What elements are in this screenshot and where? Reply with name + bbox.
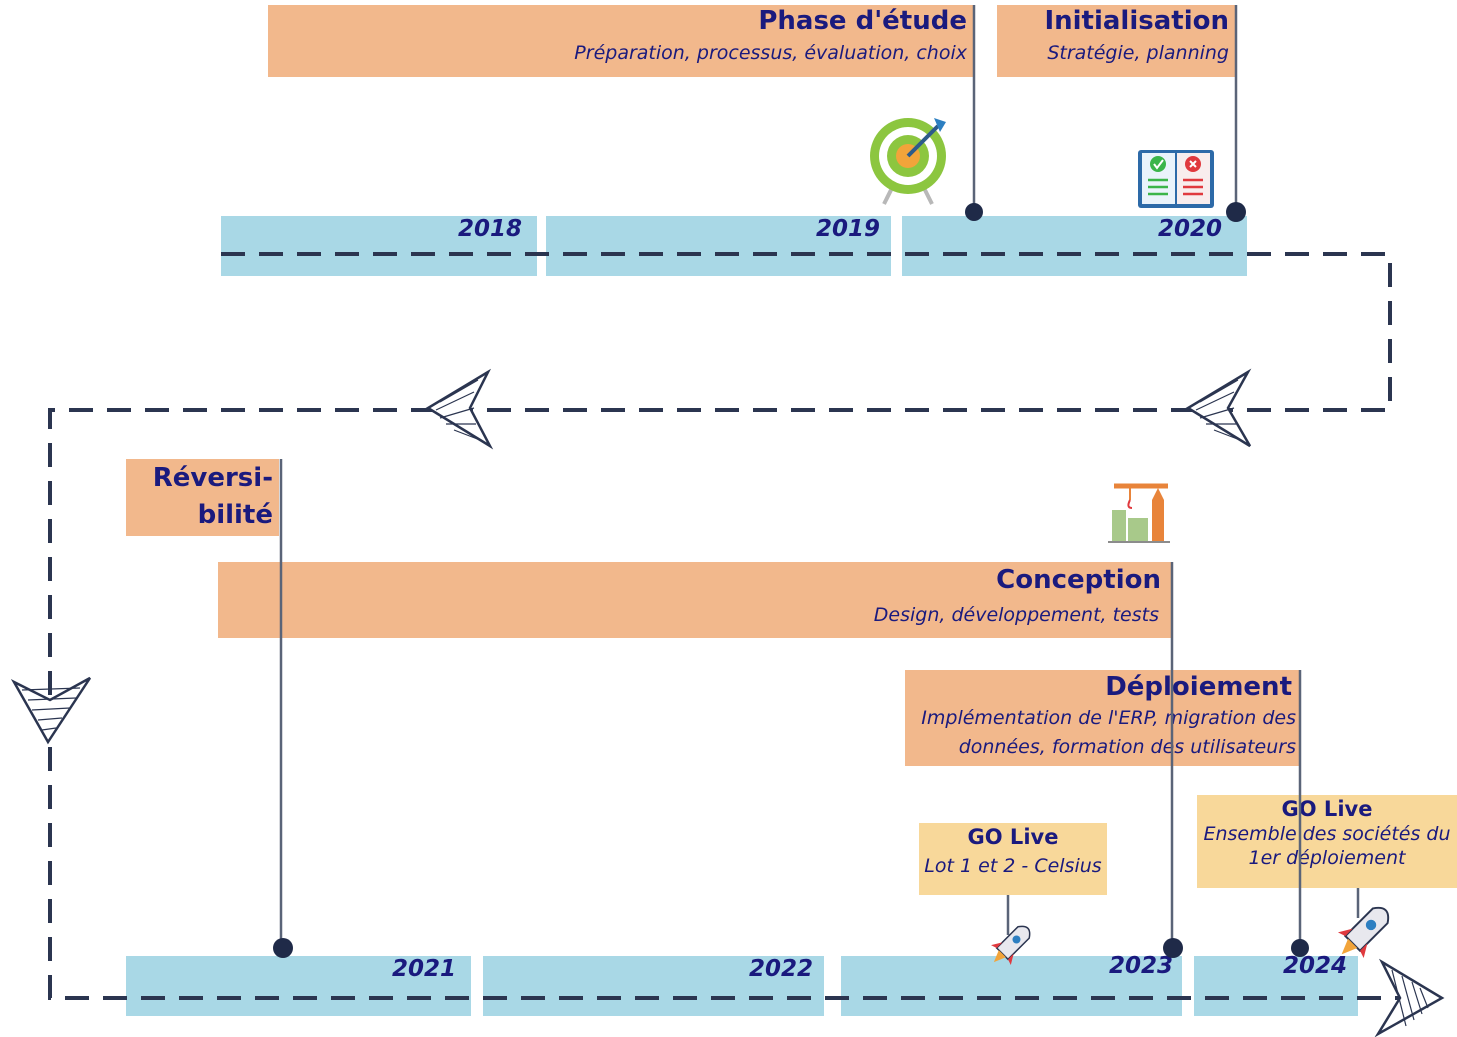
phase-conception: Conception Design, développement, tests (218, 562, 1171, 638)
phase-initialisation: Initialisation Stratégie, planning (997, 5, 1235, 77)
year-bar-2019 (546, 216, 891, 276)
phase-deploiement-subtitle-2: données, formation des utilisateurs (958, 736, 1296, 758)
dashed-path (48, 252, 1420, 1000)
golive-lot-1-2: GO Live Lot 1 et 2 - Celsius (919, 823, 1107, 895)
phase-initialisation-title: Initialisation (1044, 6, 1229, 36)
year-bar-2023 (841, 956, 1182, 1016)
year-bar-2022 (483, 956, 824, 1016)
year-label-2019: 2019 (816, 216, 881, 242)
year-label-2022: 2022 (749, 956, 814, 982)
marker-dot (965, 203, 983, 221)
marker-dot (1291, 939, 1309, 957)
phase-reversibilite-line2: bilité (197, 500, 273, 530)
marker-dot (1163, 938, 1183, 958)
golive-ensemble-subtitle-2: 1er déploiement (1248, 847, 1406, 869)
rocket-icon (991, 925, 1031, 965)
phase-etude: Phase d'étude Préparation, processus, év… (268, 5, 973, 77)
connector-lines (279, 5, 1360, 948)
golive-lot-title: GO Live (967, 825, 1059, 849)
phase-initialisation-subtitle: Stratégie, planning (1047, 42, 1229, 64)
target-icon (870, 118, 946, 205)
phase-etude-subtitle: Préparation, processus, évaluation, choi… (574, 42, 967, 64)
year-label-2024: 2024 (1283, 953, 1348, 979)
phase-conception-subtitle: Design, développement, tests (873, 604, 1159, 626)
golive-ensemble-title: GO Live (1281, 797, 1373, 821)
arrow-right-icon (1374, 958, 1445, 1037)
year-label-2023: 2023 (1109, 953, 1174, 979)
phase-deploiement-title: Déploiement (1105, 672, 1292, 702)
year-bar-2024 (1194, 956, 1358, 1016)
marker-dot (1226, 202, 1246, 222)
phase-reversibilite-line1: Réversi- (152, 463, 273, 493)
year-bar-2021 (126, 956, 471, 1016)
phase-etude-title: Phase d'étude (758, 6, 967, 36)
golive-ensemble-subtitle-1: Ensemble des sociétés du (1203, 823, 1451, 845)
arrow-down-icon (10, 676, 92, 745)
arrow-left-icon (1185, 368, 1252, 448)
marker-dot (273, 938, 293, 958)
checklist-icon (1138, 150, 1214, 208)
crane-icon (1108, 483, 1170, 543)
year-label-2020: 2020 (1158, 216, 1223, 242)
phase-conception-title: Conception (996, 565, 1161, 595)
year-label-2021: 2021 (392, 956, 457, 982)
phase-reversibilite: Réversi- bilité (126, 459, 279, 536)
phase-deploiement: Déploiement Implémentation de l'ERP, mig… (905, 670, 1300, 766)
golive-lot-subtitle: Lot 1 et 2 - Celsius (924, 855, 1102, 877)
arrow-left-icon (425, 368, 494, 450)
phase-deploiement-subtitle-1: Implémentation de l'ERP, migration des (921, 707, 1296, 729)
year-label-2018: 2018 (458, 216, 523, 242)
golive-ensemble: GO Live Ensemble des sociétés du 1er dép… (1197, 795, 1457, 888)
year-bar-2020 (902, 216, 1247, 276)
year-bar-2018 (221, 216, 537, 276)
rocket-icon (1337, 906, 1390, 959)
